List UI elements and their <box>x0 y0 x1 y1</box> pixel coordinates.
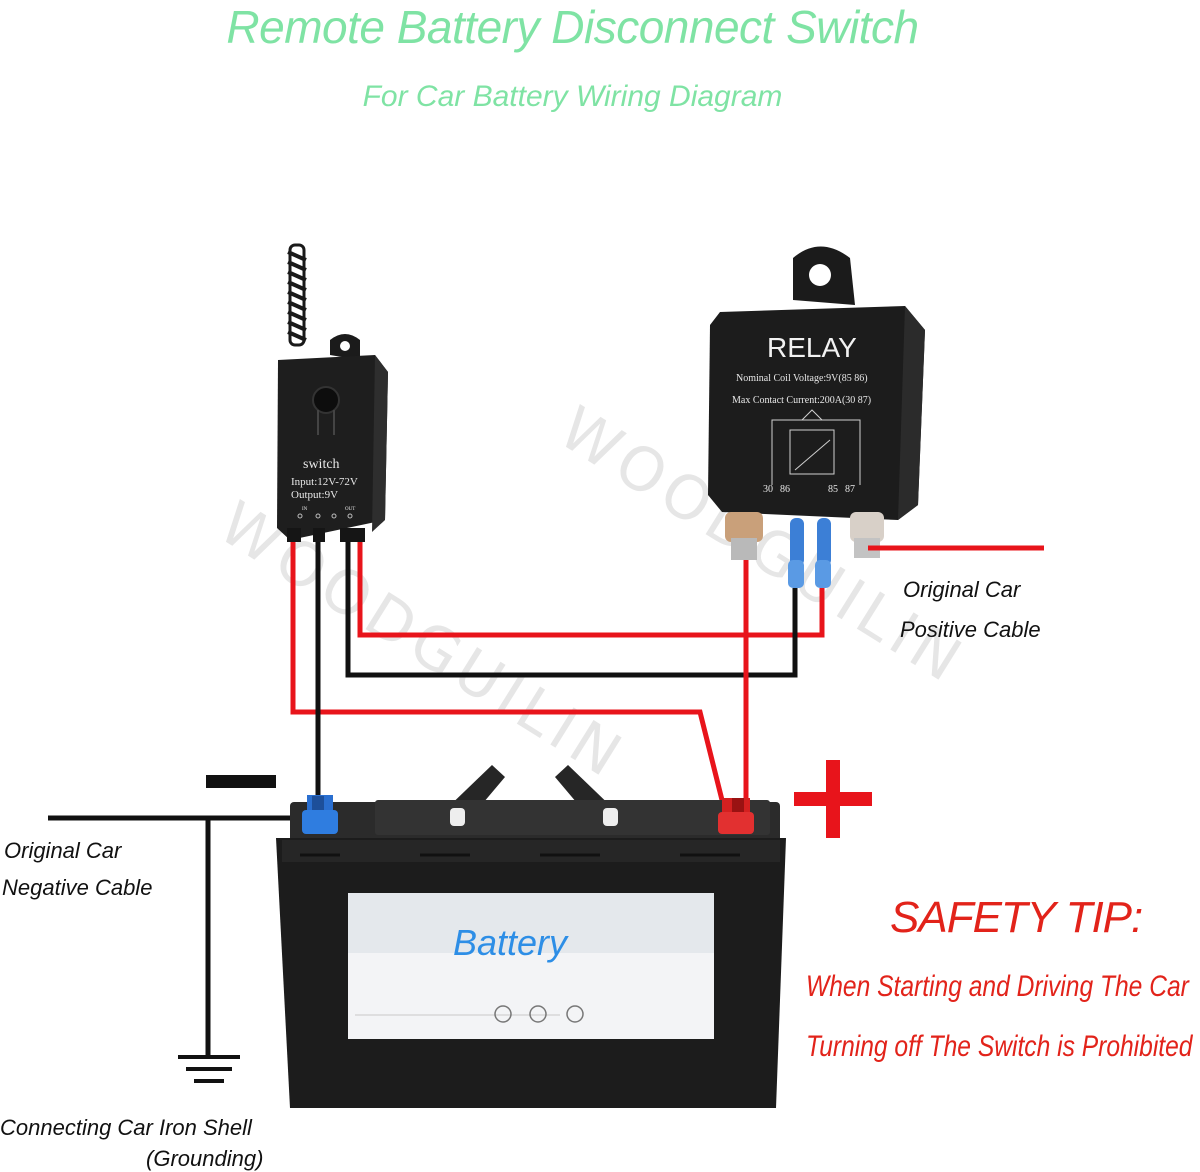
relay-module: RELAY Nominal Coil Voltage:9V(85 86) Max… <box>708 246 925 588</box>
relay-title: RELAY <box>767 332 857 363</box>
switch-label: switch <box>303 457 340 472</box>
switch-input-spec: Input:12V-72V <box>291 476 358 488</box>
relay-contact-current: Max Contact Current:200A(30 87) <box>732 395 871 406</box>
switch-in-label: IN <box>302 507 308 512</box>
minus-symbol <box>206 775 276 788</box>
plus-symbol <box>794 760 872 838</box>
wire-switch-to-relay-85 <box>357 542 825 638</box>
negative-cable-label-line1: Original Car <box>4 838 122 863</box>
antenna-icon <box>287 243 307 347</box>
battery-negative-terminal <box>302 795 338 834</box>
safety-tip-line2: Turning off The Switch is Prohibited ! <box>806 1030 1200 1063</box>
safety-tip-title: SAFETY TIP: <box>890 893 1143 942</box>
negative-cable-label-line2: Negative Cable <box>2 875 153 900</box>
relay-pin-86: 86 <box>780 484 790 495</box>
wires <box>48 542 1044 1055</box>
switch-module: switch Input:12V-72V Output:9V IN OUT <box>277 243 388 542</box>
relay-pin-85: 85 <box>828 484 838 495</box>
safety-tip-line1: When Starting and Driving The Car <box>806 970 1189 1003</box>
battery-positive-terminal <box>718 798 754 834</box>
wire-switch-to-battery-positive <box>290 542 725 801</box>
switch-button-icon <box>312 386 340 414</box>
diagram-title: Remote Battery Disconnect Switch <box>226 1 919 53</box>
relay-terminal-30 <box>725 512 763 560</box>
battery-label: Battery <box>453 922 569 963</box>
grounding-label-line2: (Grounding) <box>146 1146 264 1171</box>
relay-pin-87: 87 <box>845 484 855 495</box>
wire-switch-to-relay-86 <box>345 542 798 678</box>
relay-schematic-icon <box>771 409 861 485</box>
diagram-subtitle: For Car Battery Wiring Diagram <box>362 80 783 113</box>
battery: Battery <box>276 765 786 1108</box>
spade-connector-86 <box>788 518 804 588</box>
relay-coil-voltage: Nominal Coil Voltage:9V(85 86) <box>736 373 868 384</box>
switch-output-spec: Output:9V <box>291 489 338 501</box>
relay-terminal-87 <box>850 512 884 558</box>
battery-icons <box>494 1005 584 1023</box>
positive-cable-label-line1: Original Car <box>903 577 1021 602</box>
watermark-left: WOODGUILIN <box>207 488 638 793</box>
spade-connector-85 <box>815 518 831 588</box>
positive-cable-label-line2: Positive Cable <box>900 617 1041 642</box>
relay-pin-30: 30 <box>763 484 773 495</box>
switch-out-label: OUT <box>345 507 355 512</box>
ground-icon <box>178 1055 240 1083</box>
grounding-label-line1: Connecting Car Iron Shell <box>0 1115 252 1140</box>
